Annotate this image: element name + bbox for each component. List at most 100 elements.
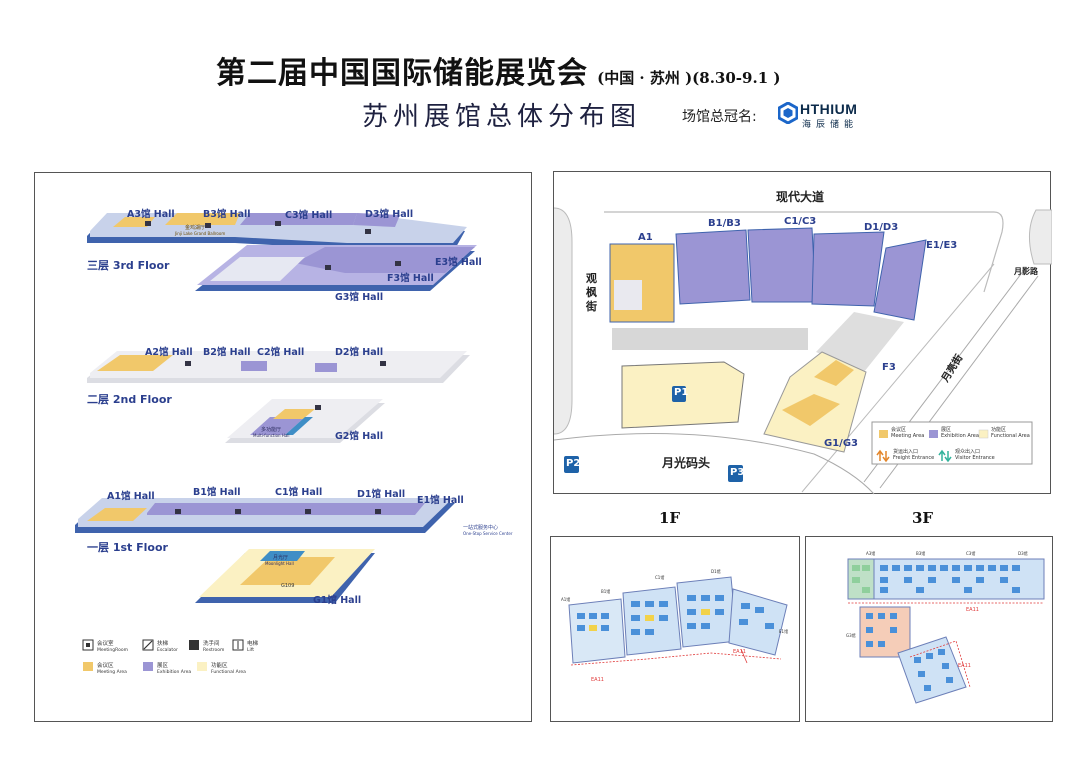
first-floor-label: 一层 1st Floor xyxy=(87,541,169,554)
service-center-label: 一站式服务中心 xyxy=(463,524,498,531)
site-legend-freight: 货运出入口 Freight Entrance xyxy=(893,449,934,461)
escalator-icon xyxy=(142,639,154,651)
mini3-label-g3: G3馆 xyxy=(846,633,856,638)
site-legend-freight-en: Freight Entrance xyxy=(893,455,935,461)
g109-label: G109 xyxy=(281,583,294,589)
legend-restroom-en: Restroom xyxy=(203,647,224,653)
legend-functional-area-en: Functional Area xyxy=(211,669,246,675)
meeting-label-2f-en: Multi-function Hall xyxy=(253,433,290,438)
hall-label-a3: A3馆 Hall xyxy=(127,208,175,220)
third-floor-minimap-svg xyxy=(847,558,1045,704)
first-floor-group xyxy=(75,498,455,603)
hall-label-a2: A2馆 Hall xyxy=(145,346,193,358)
mini3-label-d3: D3馆 xyxy=(1018,551,1028,556)
site-legend-visitor-en: Visitor Entrance xyxy=(955,455,995,461)
legend-meeting-area-en: Meeting Area xyxy=(97,669,127,675)
hexagon-logo-icon xyxy=(778,102,798,124)
site-hall-g1g3: G1/G3 xyxy=(824,438,858,449)
site-e1-block xyxy=(873,239,927,321)
dock-label: 月光码头 xyxy=(662,456,711,470)
road-left-label: 观枫街 xyxy=(586,272,597,313)
legend-lift: 电梯 xyxy=(247,639,259,647)
meeting-area-block xyxy=(165,213,240,225)
mini3-label-ea11-b: EA11 xyxy=(958,663,971,669)
legend-meeting-room-en: MeetingRoom xyxy=(97,647,128,653)
mini1-label-ea11-b: EA11 xyxy=(733,649,746,655)
site-d1-block xyxy=(811,231,885,307)
second-floor-label: 二层 2nd Floor xyxy=(87,393,172,406)
site-legend-visitor-cn: 观众出入口 xyxy=(955,449,981,455)
first-floor-minimap: B1馆 C1馆 D1馆 E1馆 A1馆 EA11 EA11 xyxy=(550,536,800,722)
site-legend-freight-cn: 货运出入口 xyxy=(893,449,919,455)
site-hall-d1d3: D1/D3 xyxy=(864,222,899,233)
hall-label-d2: D2馆 Hall xyxy=(335,346,383,358)
site-legend-functional-en: Functional Area xyxy=(991,433,1030,439)
visitor-arrow-icon xyxy=(938,449,946,461)
site-legend-box xyxy=(871,421,1033,465)
site-legend-exhibition: 展区 Exhibition Area xyxy=(941,427,979,439)
meeting-room-icon xyxy=(82,639,94,651)
title-text: 第二届中国国际储能展览会 xyxy=(216,56,588,91)
legend-escalator-en: Escalator xyxy=(157,647,178,653)
mini3-label-c3: C3馆 xyxy=(966,551,976,556)
parking-p1-icon xyxy=(672,386,686,402)
site-legend-meeting: 会议区 Meeting Area xyxy=(891,427,924,439)
third-floor-group xyxy=(87,213,477,291)
meeting-label-3f: 金鸡湖厅 xyxy=(185,224,205,231)
floor-legend xyxy=(82,639,244,671)
legend-exhibition-area: 展区 xyxy=(157,662,169,669)
site-legend-exhibition-en: Exhibition Area xyxy=(941,433,979,439)
hall-label-a1: A1馆 Hall xyxy=(107,490,155,502)
parking-p2-label: P2 xyxy=(566,458,581,469)
legend-meeting-room: 会议室 xyxy=(97,639,114,647)
mini3-label-a3: A3馆 xyxy=(866,551,876,556)
restroom-icon xyxy=(189,640,199,650)
third-floor-caption: 3F xyxy=(912,509,934,527)
hall-label-e3: E3馆 Hall xyxy=(435,256,482,268)
road-top-label: 现代大道 xyxy=(776,190,825,204)
hall-label-f3: F3馆 Hall xyxy=(387,272,434,284)
hall-label-d1: D1馆 Hall xyxy=(357,488,405,500)
site-hall-b1b3: B1/B3 xyxy=(708,218,741,229)
parking-p3-label: P3 xyxy=(730,467,745,478)
meeting-label-1f-en: Moonlight Hall xyxy=(265,561,294,566)
hall-label-b3: B3馆 Hall xyxy=(203,208,251,220)
hall-label-c2: C2馆 Hall xyxy=(257,346,304,358)
hall-label-c1: C1馆 Hall xyxy=(275,486,322,498)
exhibition-area-swatch xyxy=(143,662,153,671)
site-map-panel: 现代大道 观枫街 月亮街 月影路 月光码头 A1 B1/B3 C1/C3 D1/… xyxy=(553,171,1053,495)
site-hall-f3: F3 xyxy=(882,362,896,373)
hall-label-g1: G1馆 Hall xyxy=(313,594,361,606)
meeting-area-swatch xyxy=(83,662,93,671)
sponsor-label: 场馆总冠名: xyxy=(682,109,757,125)
legend-exhibition-area-en: Exhibition Area xyxy=(157,669,191,675)
subtitle-text: 苏州展馆总体分布图 xyxy=(362,102,642,132)
legend-lift-en: Lift xyxy=(247,647,254,653)
exhibition-area-block xyxy=(240,213,357,225)
meeting-label-3f-en: Jinji Lake Grand Ballroom xyxy=(174,231,225,236)
functional-area-swatch xyxy=(197,662,207,671)
legend-meeting-area: 会议区 xyxy=(97,661,114,669)
site-hall-e1e3: E1/E3 xyxy=(926,240,958,251)
parking-p1-label: P1 xyxy=(674,387,689,398)
third-floor-label: 三层 3rd Floor xyxy=(87,259,170,272)
site-hall-c1c3: C1/C3 xyxy=(784,216,817,227)
site-b1-block xyxy=(675,229,751,305)
site-hall-a1: A1 xyxy=(638,232,653,243)
legend-functional-area: 功能区 xyxy=(211,661,228,669)
mini1-label-ea11-a: EA11 xyxy=(591,677,604,683)
mini3-label-b3: B3馆 xyxy=(916,551,926,556)
mini1-label-b1: B1馆 xyxy=(601,589,611,594)
floor-plan-panel: 三层 3rd Floor A3馆 Hall B3馆 Hall C3馆 Hall … xyxy=(34,172,532,722)
site-map-svg xyxy=(553,207,1053,495)
service-center-label-en: One-Stop Service Center xyxy=(463,531,513,536)
mini3-label-ea11-a: EA11 xyxy=(966,607,979,613)
parking-p2-icon xyxy=(564,456,579,473)
road-right-top-label: 月影路 xyxy=(1014,267,1038,276)
site-legend-meeting-en: Meeting Area xyxy=(891,433,925,439)
freight-arrow-icon xyxy=(876,449,884,461)
site-c1-block xyxy=(747,227,817,303)
hall-label-c3: C3馆 Hall xyxy=(285,209,332,221)
hall-label-b2: B2馆 Hall xyxy=(203,346,251,358)
mini1-label-d1: D1馆 xyxy=(711,569,721,574)
